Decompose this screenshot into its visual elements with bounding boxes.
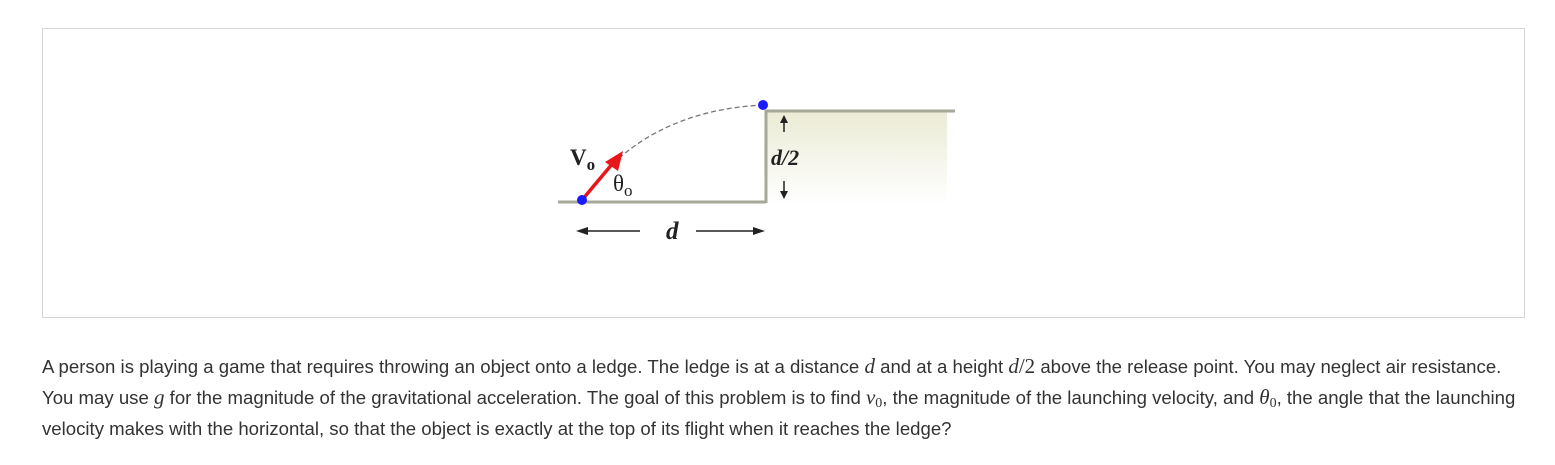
projectile-diagram: Vo θo d d/2 bbox=[558, 100, 955, 245]
landing-point bbox=[758, 100, 768, 110]
velocity-label: Vo bbox=[570, 145, 595, 174]
ledge-body bbox=[767, 112, 947, 204]
velocity-arrowhead bbox=[605, 151, 623, 171]
height-arrowhead-up bbox=[780, 115, 788, 123]
angle-label: θo bbox=[613, 171, 633, 200]
trajectory-path bbox=[581, 104, 764, 201]
release-point bbox=[577, 195, 587, 205]
velocity-arrow bbox=[580, 161, 615, 202]
figure-frame: Vo θo d d/2 bbox=[42, 28, 1525, 318]
problem-statement: A person is playing a game that requires… bbox=[42, 354, 1516, 439]
height-label: d/2 bbox=[771, 145, 799, 170]
distance-arrowhead-left bbox=[576, 227, 588, 235]
distance-label: d bbox=[666, 218, 679, 245]
distance-arrowhead-right bbox=[753, 227, 765, 235]
height-arrowhead-down bbox=[780, 191, 788, 199]
